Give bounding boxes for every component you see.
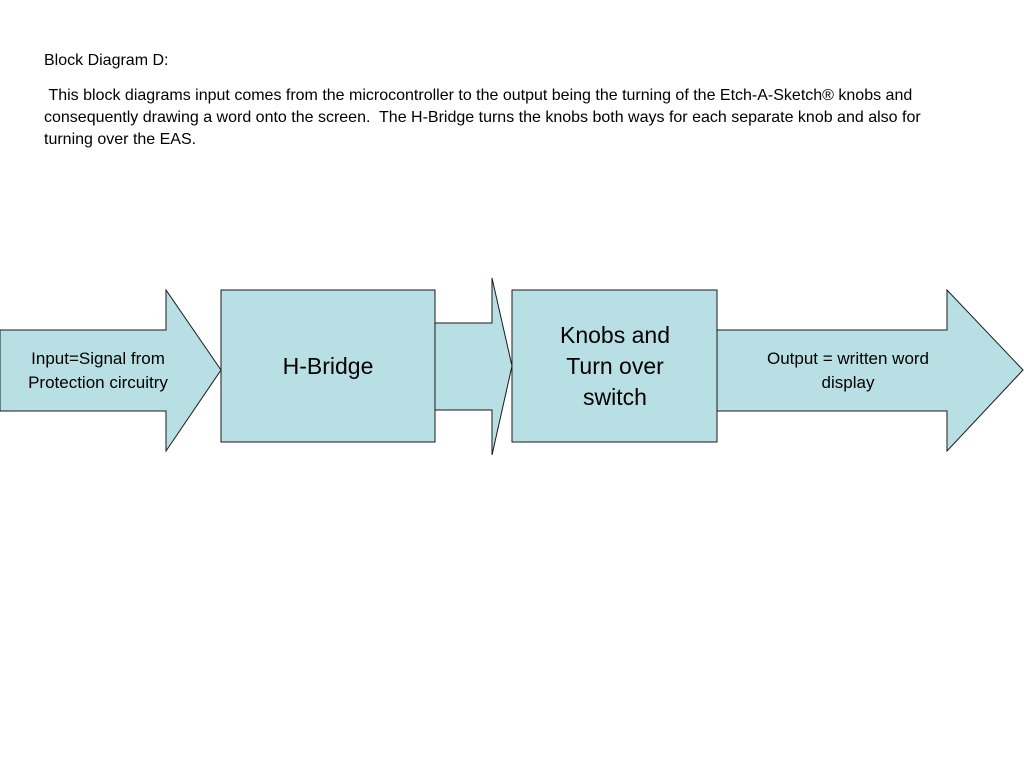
diagram-description: This block diagrams input comes from the…	[44, 87, 926, 148]
output-arrow-label: Output = written word display	[766, 349, 930, 392]
input-arrow	[0, 288, 222, 453]
hbridge-block	[220, 289, 436, 443]
hbridge-label: H-Bridge	[282, 352, 374, 379]
knobs-label: Knobs and Turn over switch	[560, 321, 670, 410]
knobs-block	[511, 289, 718, 443]
diagram-heading: Block Diagram D:	[44, 52, 169, 69]
input-arrow-label: Input=Signal from Protection circuitry	[28, 349, 168, 392]
connector-arrow	[434, 277, 513, 456]
output-arrow	[716, 288, 1024, 453]
